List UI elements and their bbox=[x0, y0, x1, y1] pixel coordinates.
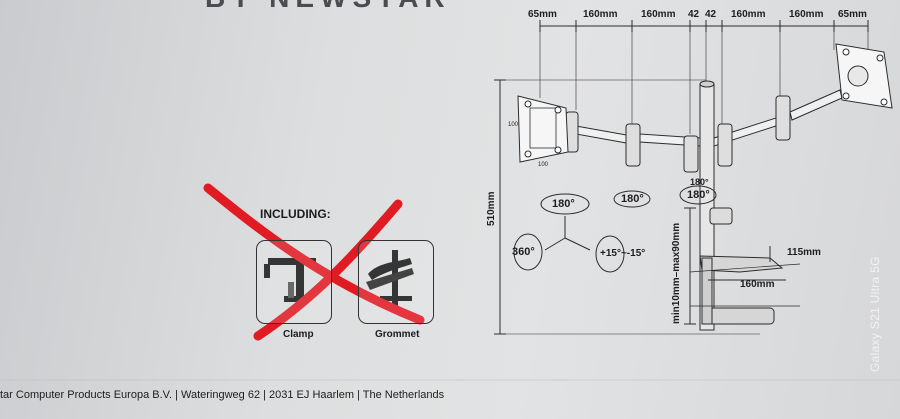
plate-size-width: 100 bbox=[538, 162, 549, 168]
brand-name-partial: BY NEWSTAR bbox=[205, 0, 445, 8]
clamp-icon bbox=[264, 258, 316, 304]
angle-180-arm-left: 180° bbox=[621, 193, 644, 205]
dim-top-42-1: 42 bbox=[688, 9, 700, 20]
plate-size-height: 100 bbox=[508, 122, 519, 128]
grommet-icon bbox=[366, 250, 414, 306]
angle-180-arm-center: 180° bbox=[687, 189, 710, 201]
angle-180-arm-right: 180° bbox=[690, 177, 709, 187]
camera-watermark: Galaxy S21 Ultra 5G bbox=[868, 256, 882, 372]
company-address-footer: tar Computer Products Europa B.V. | Wate… bbox=[0, 389, 445, 401]
dim-top-160-4: 160mm bbox=[789, 9, 824, 20]
grommet-box bbox=[358, 240, 434, 324]
dim-base-width: 160mm bbox=[740, 279, 775, 290]
dim-pole-range: min10mm–max90mm bbox=[671, 222, 682, 324]
dim-top-42-2: 42 bbox=[705, 9, 717, 20]
angle-360-rotation: 360° bbox=[512, 246, 535, 258]
dim-height-510: 510mm bbox=[486, 191, 497, 226]
dim-base-depth: 115mm bbox=[787, 247, 821, 258]
clamp-label: Clamp bbox=[283, 329, 314, 340]
grommet-label: Grommet bbox=[375, 329, 420, 340]
clamp-box bbox=[256, 240, 332, 324]
dim-top-160-2: 160mm bbox=[641, 9, 676, 20]
angle-180-tilt: 180° bbox=[552, 198, 575, 210]
dim-top-160-1: 160mm bbox=[583, 9, 618, 20]
monitor-arm-diagram bbox=[494, 20, 893, 335]
angle-tilt-range: +15°~-15° bbox=[600, 248, 646, 259]
dim-top-160-3: 160mm bbox=[731, 9, 766, 20]
including-title: INCLUDING: bbox=[260, 207, 331, 221]
dim-top-65-right: 65mm bbox=[838, 9, 867, 20]
dim-top-65-left: 65mm bbox=[528, 9, 557, 20]
